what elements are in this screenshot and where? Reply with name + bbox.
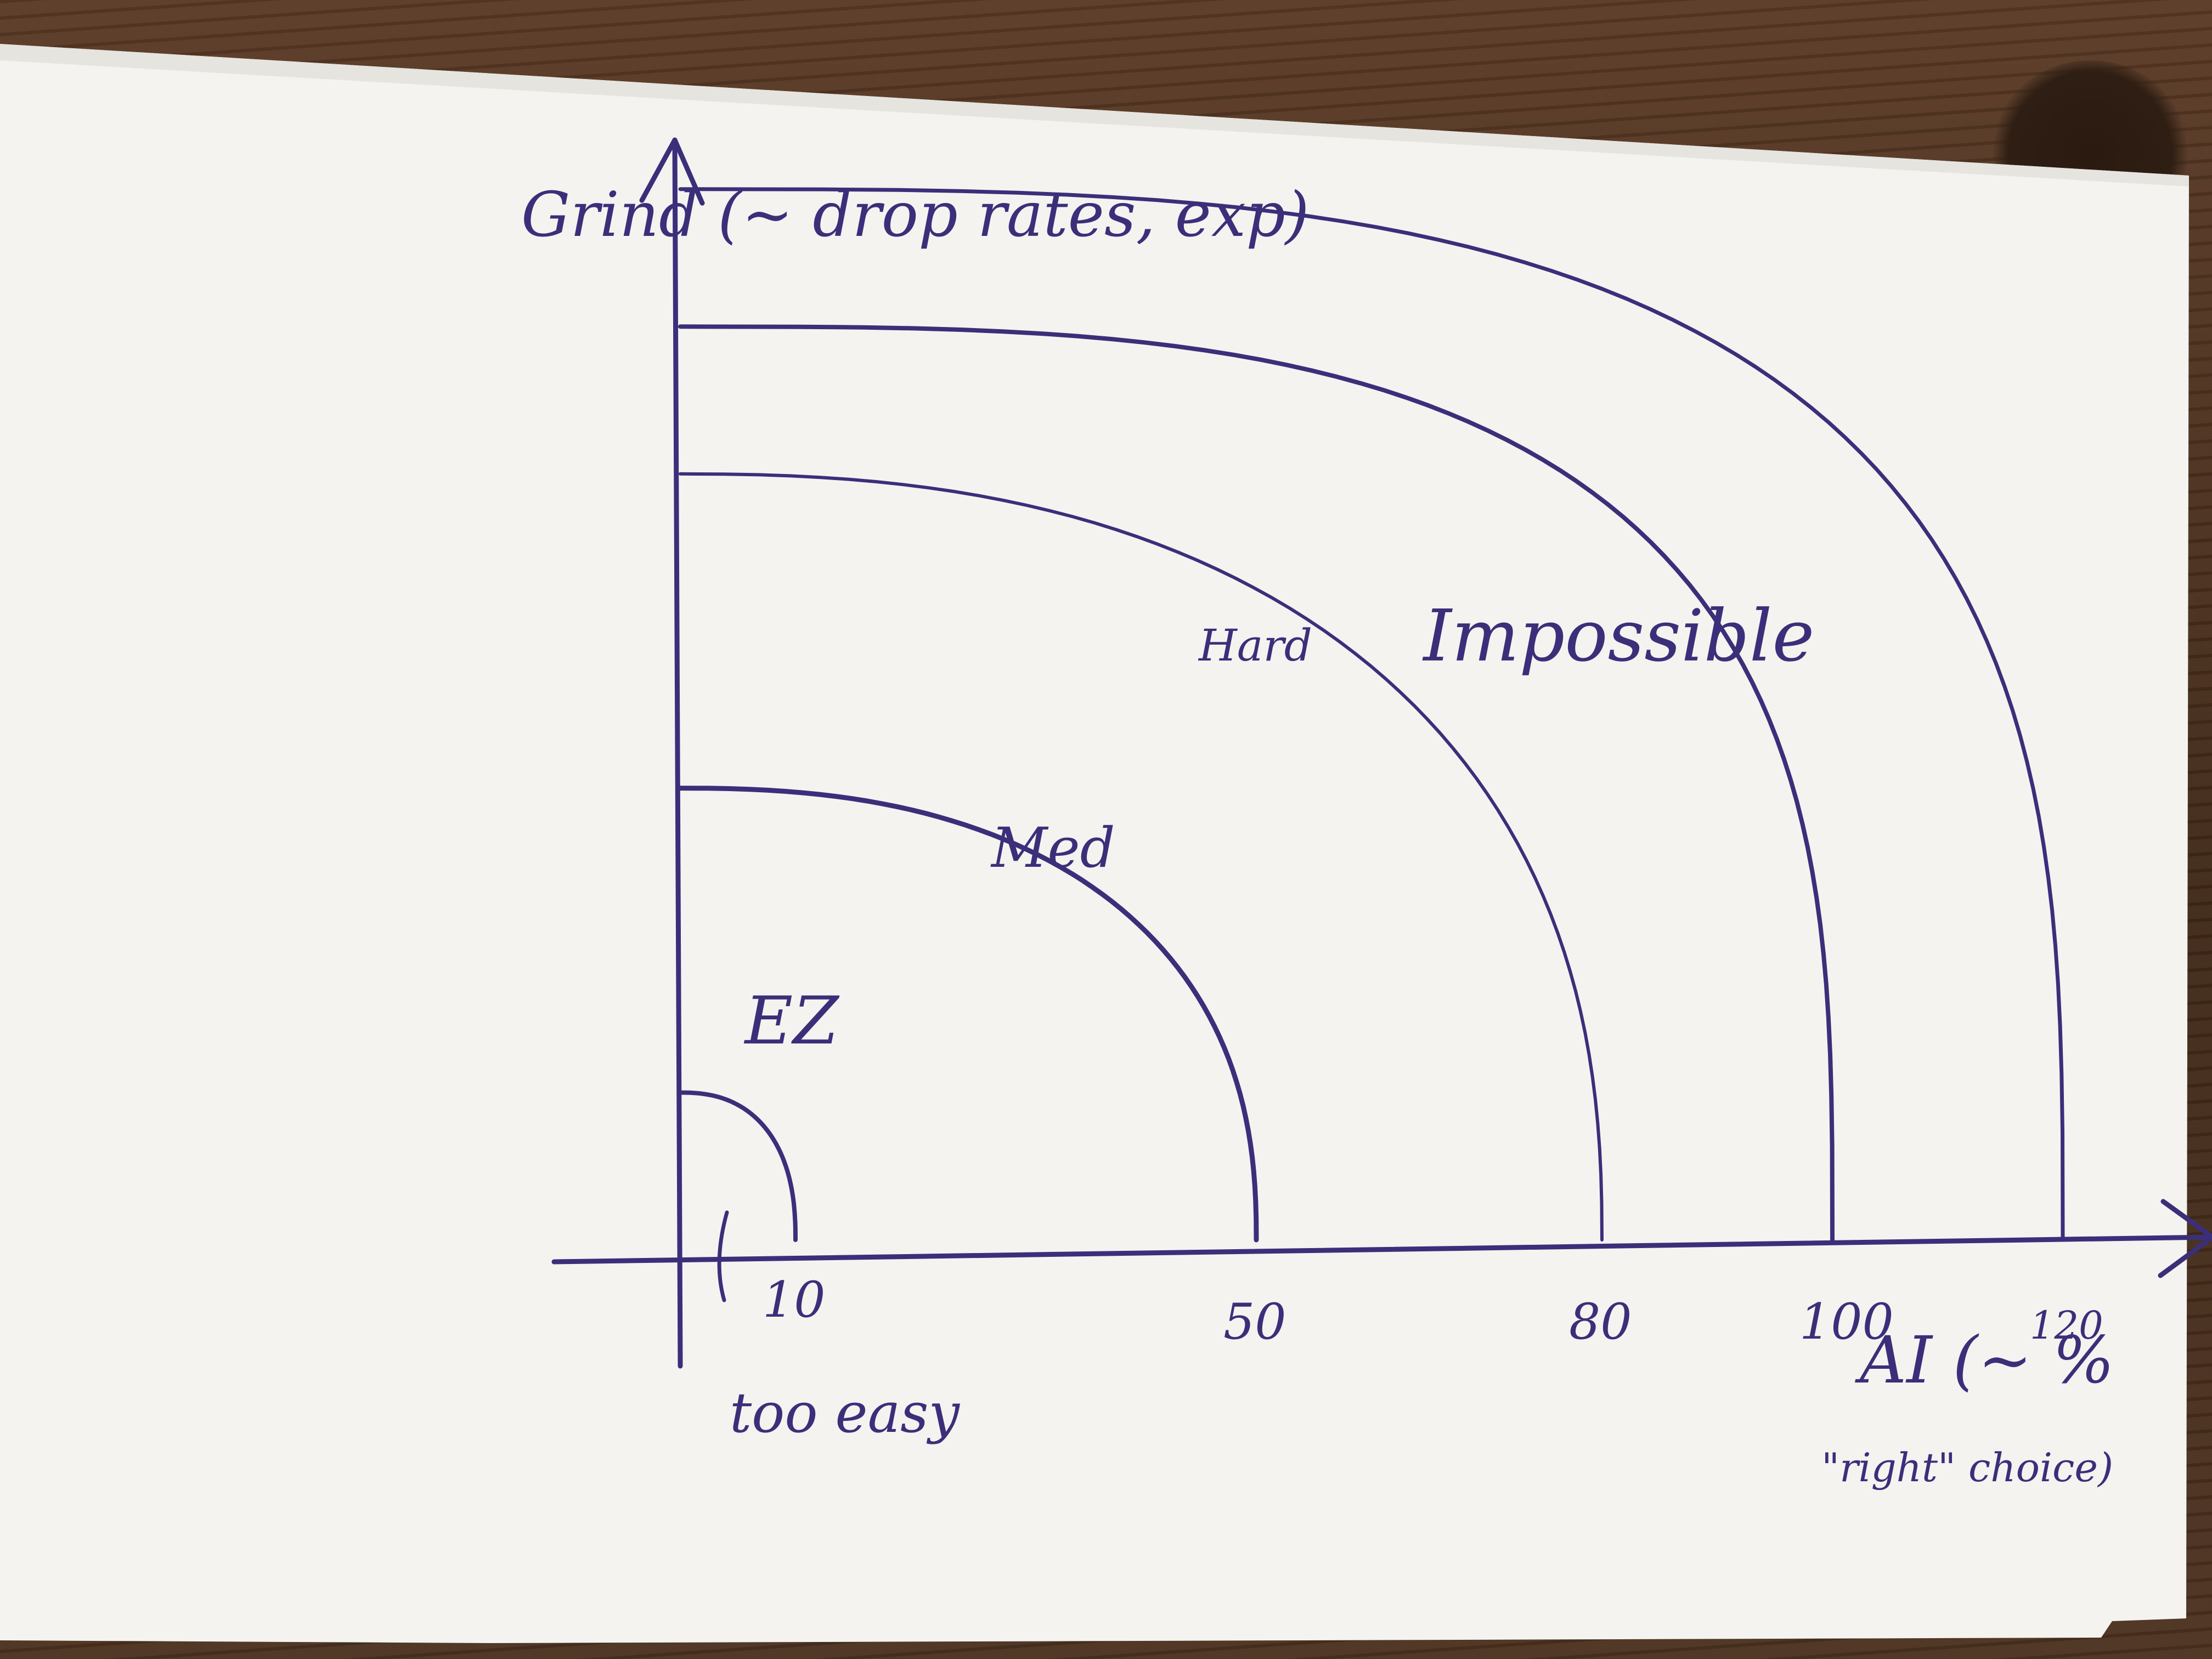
paper-fold-shadow — [0, 44, 2189, 187]
y-axis-label: Grind (~ drop rates, exp) — [521, 179, 1309, 251]
x-axis-arrow — [2158, 1199, 2212, 1278]
curve-med — [678, 786, 1259, 1243]
x-tick-label-80: 80 — [1569, 1293, 1632, 1351]
x-annotation-too-easy: too easy — [730, 1381, 961, 1445]
plot-area: EZ Med Hard Impossible 10 50 80 100 120 — [551, 137, 2212, 1369]
curve-hard — [679, 472, 1604, 1242]
x-axis-label: AI (~ % — [1855, 1322, 2114, 1398]
x-axis-label-note: "right" choice) — [1821, 1444, 2113, 1491]
x-tick-label-10: 10 — [763, 1271, 826, 1329]
x-tick-label-100: 100 — [1799, 1293, 1894, 1351]
y-axis-arrow — [639, 137, 705, 206]
curve-ez — [678, 1090, 798, 1242]
origin-tick-mark — [717, 1210, 729, 1302]
curve-label-hard: Hard — [1198, 620, 1312, 671]
y-axis-line — [672, 137, 683, 1369]
curve-label-med: Med — [990, 816, 1115, 880]
x-tick-label-120: 120 — [2030, 1303, 2103, 1348]
curve-impossible — [678, 187, 2065, 1242]
x-tick-label-50: 50 — [1223, 1293, 1286, 1351]
curve-label-impossible: Impossible — [1423, 594, 1815, 678]
curve-label-ez: EZ — [744, 983, 840, 1059]
x-axis-line — [551, 1234, 2212, 1265]
curve-unlabeled — [678, 324, 1835, 1242]
